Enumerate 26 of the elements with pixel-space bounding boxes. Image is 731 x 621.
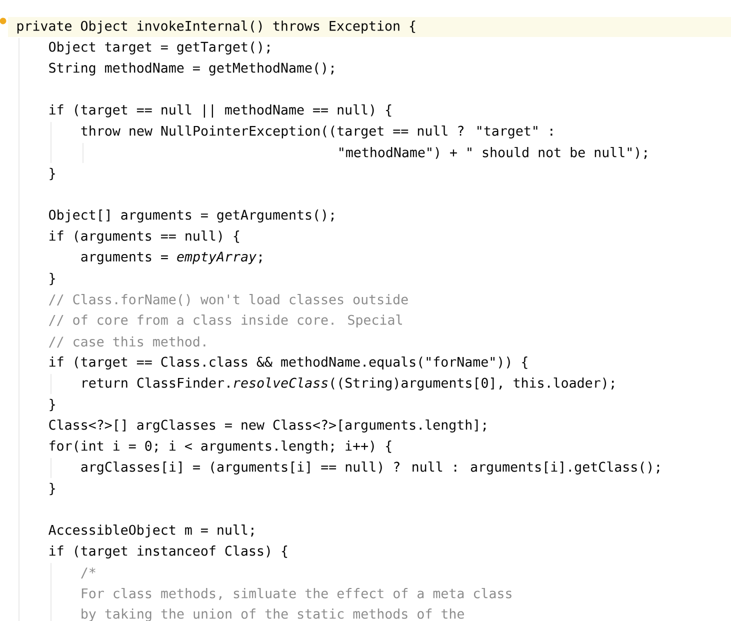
code-line: AccessibleObject m = null; xyxy=(48,524,254,538)
code-line: for(int i = 0; i < arguments.length; i++) { xyxy=(50,440,392,454)
code-line: if (target instanceof Class) { xyxy=(49,545,288,558)
code-line: if (arguments == null) { xyxy=(49,230,240,244)
code-line: argClasses[i] = (arguments[i] == null) ? null : arguments[i].getClass(); xyxy=(81,461,660,474)
code-line: return ClassFinder.resolveClass((String)arguments[0], this.loader); xyxy=(82,377,614,390)
code-comment: For class methods, simluate the effect of a meta class xyxy=(82,588,512,600)
code-comment: // case this method. xyxy=(48,336,206,348)
code-line: Object[] arguments = getArguments(); xyxy=(49,210,334,222)
code-line: private Object invokeInternal() throws Exception { xyxy=(17,20,416,34)
code-line: arguments = emptyArray; xyxy=(81,252,262,264)
code-comment: // of core from a class inside core. Special xyxy=(48,314,402,328)
code-line: if (target == Class.class && methodName.equals("forName")) { xyxy=(49,356,528,370)
code-line: throw new NullPointerException((target == null ? "target" : xyxy=(81,125,552,138)
code-line: } xyxy=(50,398,55,412)
code-comment: /* xyxy=(81,567,96,579)
code-line: Class<?>[] argClasses = new Class<?>[arguments.length]; xyxy=(49,419,486,432)
code-line: } xyxy=(50,482,55,496)
code-line: if (target == null || methodName == null) { xyxy=(49,104,392,118)
code-line: } xyxy=(50,272,55,286)
code-line: Object target = getTarget(); xyxy=(49,42,270,54)
code-comment: // Class.forName() won't load classes outside xyxy=(48,294,408,306)
code-line: } xyxy=(50,168,55,180)
code-line: "methodName") + " should not be null"); xyxy=(340,146,647,160)
code-comment: by taking the union of the static methods of the xyxy=(82,608,464,621)
code-line: String methodName = getMethodName(); xyxy=(49,62,334,76)
